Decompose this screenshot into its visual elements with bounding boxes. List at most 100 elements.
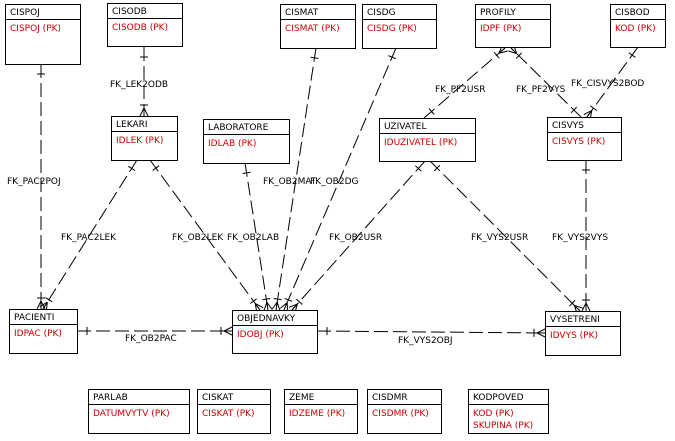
- relationship-label: FK_OB2USR: [329, 233, 382, 243]
- many-marker: [42, 301, 48, 310]
- relationship-label: FK_CISVYS2BOD: [571, 79, 644, 89]
- one-marker: [296, 298, 303, 305]
- relationship-fk-pf2usr[interactable]: [423, 44, 508, 119]
- entity-box: [107, 3, 183, 47]
- many-marker: [573, 304, 581, 312]
- entity-box: [5, 4, 81, 65]
- relationship-fk-vys2usr[interactable]: [429, 160, 583, 314]
- relationship-fk-ob2lab[interactable]: [242, 162, 273, 311]
- entity-name: CISPOJ: [10, 8, 40, 18]
- entity-cispoj[interactable]: CISPOJ CISPOJ (PK): [5, 4, 81, 65]
- many-marker: [223, 326, 233, 332]
- relationship-fk-cisvys2bod[interactable]: [583, 46, 639, 120]
- one-marker: [428, 108, 435, 115]
- entity-box: [197, 389, 271, 434]
- entity-pacienti[interactable]: PACIENTI IDPAC (PK): [9, 309, 78, 354]
- entity-name: PACIENTI: [14, 313, 54, 323]
- relationship-fk-ob2mat[interactable]: [271, 47, 319, 311]
- many-marker: [574, 304, 583, 309]
- relationship-label: FK_LEK2ODB: [110, 80, 168, 90]
- entity-box: [545, 311, 621, 356]
- entity-attribute: CISVYS (PK): [552, 137, 605, 147]
- one-marker: [249, 298, 258, 304]
- entity-ciskat[interactable]: CISKAT CISKAT (PK): [197, 389, 271, 434]
- relationship-fk-ob2pac[interactable]: [77, 326, 233, 336]
- many-marker: [279, 302, 288, 309]
- entity-attribute: IDVYS (PK): [550, 331, 598, 341]
- entity-attribute: KOD (PK): [615, 24, 656, 34]
- entity-box: [280, 4, 356, 49]
- one-marker: [242, 171, 251, 174]
- one-marker: [273, 298, 282, 301]
- one-marker: [284, 297, 293, 302]
- entity-name: PARLAB: [93, 393, 128, 403]
- entity-box: [379, 118, 476, 162]
- one-marker: [493, 51, 500, 59]
- entity-attribute: CISPOJ (PK): [10, 24, 61, 34]
- entity-name: OBJEDNAVKY: [237, 314, 296, 324]
- relationship-label: FK_OB2MAT: [263, 177, 317, 187]
- relationship-fk-vys2obj[interactable]: [316, 327, 546, 338]
- entity-attribute: IDPF (PK): [480, 24, 521, 34]
- many-marker: [39, 301, 48, 308]
- many-marker: [583, 110, 592, 116]
- entity-objednavky[interactable]: OBJEDNAVKY IDOBJ (PK): [232, 310, 318, 354]
- entity-box: [362, 4, 437, 49]
- entity-kodpoved[interactable]: KODPOVED KOD (PK) SKUPINA (PK): [468, 389, 549, 434]
- many-marker: [288, 303, 298, 308]
- entity-name: KODPOVED: [473, 393, 524, 403]
- entity-profily[interactable]: PROFILY IDPF (PK): [475, 4, 551, 48]
- entity-name: PROFILY: [480, 8, 516, 18]
- entity-box: [9, 309, 78, 354]
- relationship-lines: [36, 44, 639, 338]
- many-marker: [271, 301, 278, 310]
- many-marker: [266, 301, 273, 310]
- entity-attribute: IDPAC (PK): [14, 329, 62, 339]
- entity-attribute: SKUPINA (PK): [473, 421, 533, 431]
- relationship-label: FK_PAC2LEK: [61, 233, 117, 243]
- relationship-label: FK_OB2DG: [310, 177, 358, 187]
- many-marker: [283, 302, 288, 311]
- one-marker: [515, 52, 522, 59]
- one-marker: [152, 165, 160, 171]
- many-marker: [586, 110, 593, 118]
- entity-box: [468, 389, 549, 434]
- relationship-line: [316, 330, 546, 334]
- one-marker: [45, 297, 53, 303]
- entity-name: CISDMR: [372, 393, 408, 403]
- many-marker: [263, 301, 268, 311]
- many-marker: [255, 303, 264, 309]
- entity-box: [111, 116, 178, 161]
- entity-attribute: CISKAT (PK): [202, 409, 255, 419]
- many-marker: [508, 50, 517, 55]
- relationship-label: FK_VYS2OBJ: [398, 336, 453, 346]
- relationship-line: [42, 159, 138, 310]
- relationship-fk-vys2vys[interactable]: [581, 160, 591, 312]
- entity-attribute: IDOBJ (PK): [237, 330, 284, 340]
- relationship-fk-pac2lek[interactable]: [39, 159, 138, 312]
- one-marker: [388, 55, 396, 60]
- entity-name: CISKAT: [202, 393, 234, 403]
- many-marker: [143, 107, 149, 117]
- relationship-fk-ob2lek[interactable]: [149, 159, 264, 313]
- entity-box: [547, 117, 622, 161]
- many-marker: [139, 107, 145, 117]
- entity-attribute: KOD (PK): [473, 409, 514, 419]
- many-marker: [291, 303, 298, 311]
- many-marker: [510, 47, 518, 54]
- relationship-fk-lek2odb[interactable]: [139, 47, 149, 117]
